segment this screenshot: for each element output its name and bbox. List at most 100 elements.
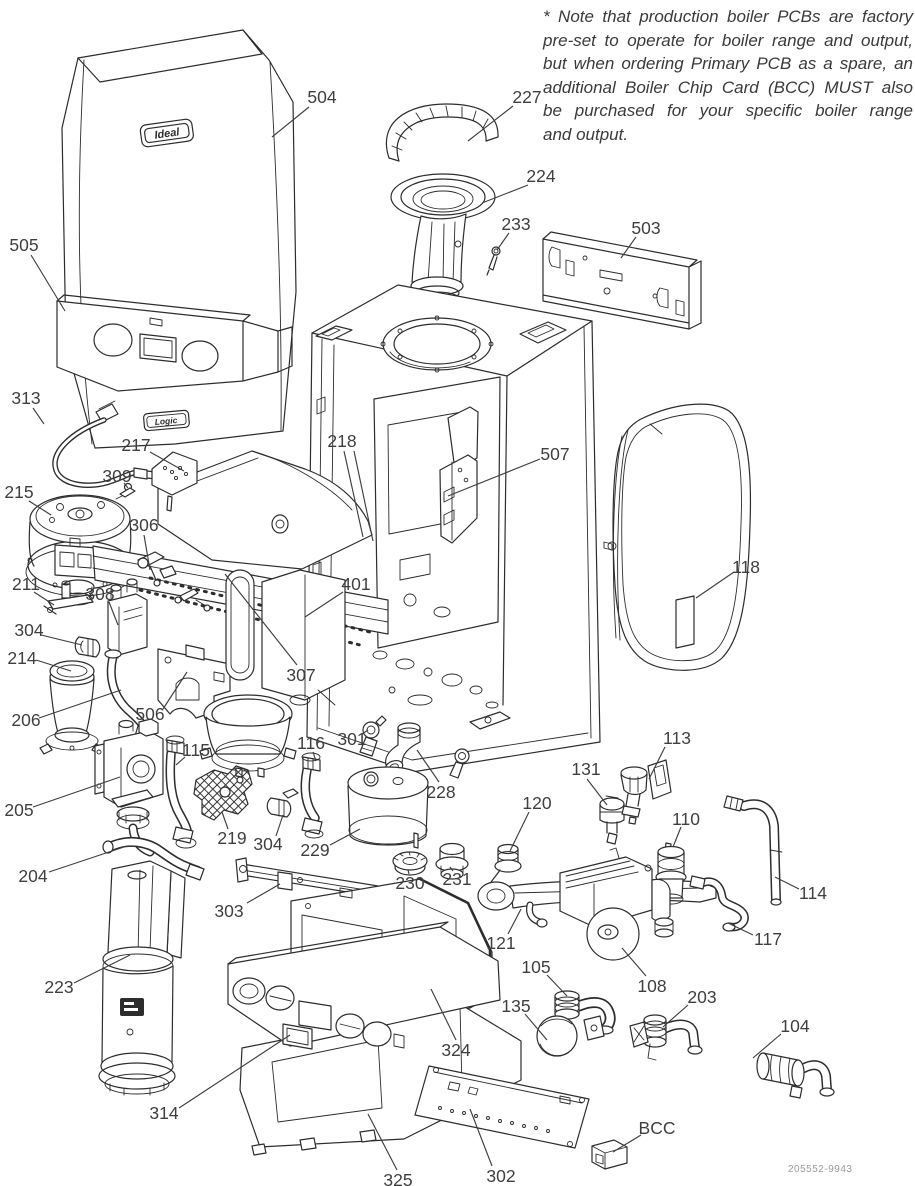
part-label-115: 115 [182, 740, 210, 760]
leader-line-309 [123, 482, 129, 489]
part-label-314: 314 [149, 1103, 178, 1123]
part-label-118: 118 [732, 557, 760, 577]
leader-line-108 [621, 947, 647, 977]
leader-line-308 [108, 601, 119, 626]
note-line: and output. [543, 124, 629, 144]
part-307-cover-strip [225, 569, 255, 681]
leader-line-306 [143, 534, 151, 571]
leader-line-204 [48, 845, 128, 873]
part-110-auto-air-vent [655, 842, 687, 905]
note-line: but when ordering Primary PCB as a spare… [543, 54, 913, 74]
leader-line-214 [35, 659, 72, 672]
part-227-flue-clamp [385, 103, 499, 162]
part-308 [107, 578, 148, 659]
part-label-301: 301 [337, 729, 366, 749]
part-label-309: 309 [102, 466, 131, 486]
ideal-logo-text: Ideal [154, 126, 181, 142]
part-135-cap [536, 1015, 578, 1057]
part-label-204: 204 [18, 866, 47, 886]
part-211 [43, 580, 94, 615]
part-104-valve [756, 1052, 835, 1099]
part-label-110: 110 [672, 809, 700, 829]
note-line: * Note that production boiler PCBs are f… [543, 7, 913, 26]
part-label-105: 105 [521, 957, 550, 977]
leader-line-218 [353, 450, 374, 542]
artwork: Ideal Logic [25, 29, 835, 1170]
leader-line-211 [33, 591, 55, 606]
part-label-233: 233 [501, 214, 530, 234]
part-label-228: 228 [426, 782, 455, 802]
leader-line-228 [416, 749, 440, 783]
part-label-224: 224 [526, 166, 555, 186]
leader-line-503 [620, 236, 637, 259]
leader-line-223 [73, 954, 131, 984]
leader-line-507 [447, 458, 541, 497]
leader-line-227 [467, 105, 514, 142]
leader-line-233 [496, 232, 510, 251]
part-label-325: 325 [383, 1170, 412, 1186]
part-label-205: 205 [4, 800, 33, 820]
part-label-324: 324 [441, 1040, 470, 1060]
siphon-label-badge [120, 998, 144, 1016]
part-label-504: 504 [307, 87, 336, 107]
part-223-condensate-siphon [98, 860, 186, 1096]
part-224-flue-turret [390, 173, 496, 307]
leader-line-302 [469, 1108, 493, 1167]
leader-line-104 [752, 1033, 782, 1059]
part-301-clip [359, 715, 387, 757]
leader-line-224 [481, 184, 529, 204]
part-118-insulation-door [603, 403, 752, 671]
part-label-227: 227 [512, 87, 541, 107]
part-label-215: 215 [4, 482, 33, 502]
part-label-503: 503 [631, 218, 660, 238]
leader-line-217 [149, 451, 185, 472]
leader-line-303 [246, 883, 281, 904]
part-label-223: 223 [44, 977, 73, 997]
note-line: be purchased for your specific boiler ra… [543, 101, 913, 121]
leader-line-206 [38, 689, 122, 719]
leader-line-218 [343, 450, 364, 538]
part-label-302: 302 [486, 1166, 515, 1186]
leader-line-215 [28, 500, 52, 516]
part-label-231: 231 [442, 869, 471, 889]
part-114-pipe [723, 795, 783, 906]
part-label-303: 303 [214, 901, 243, 921]
part-label-117: 117 [754, 929, 782, 949]
part-label-506: 506 [135, 704, 164, 724]
leader-line-401 [304, 591, 344, 618]
part-116-pipe [300, 752, 324, 839]
leader-line-504 [271, 106, 310, 138]
part-label-217: 217 [121, 435, 150, 455]
part-label-401: 401 [341, 574, 370, 594]
leader-line-230 [407, 869, 410, 875]
production-note: * Note that production boiler PCBs are f… [543, 5, 913, 147]
part-label-121: 121 [486, 933, 515, 953]
leader-line-105 [546, 974, 568, 997]
part-505-control-panel [56, 294, 293, 392]
leader-line-505 [30, 254, 66, 312]
part-label-104: 104 [780, 1016, 809, 1036]
part-230-cap [392, 851, 428, 876]
part-203-valve [629, 1014, 703, 1061]
part-label-114: 114 [799, 883, 827, 903]
part-label-BCC: BCC [639, 1118, 676, 1138]
part-label-113: 113 [663, 728, 691, 748]
part-214-mixer [39, 660, 105, 755]
part-label-120: 120 [522, 793, 551, 813]
part-204-pipe [102, 823, 205, 881]
part-205-gas-valve [94, 718, 164, 830]
part-219-hatched-bracket [193, 765, 253, 821]
part-label-229: 229 [300, 840, 329, 860]
part-label-206: 206 [11, 710, 40, 730]
note-line: pre-set to operate for boiler range and … [543, 30, 913, 50]
part-115-pipe [165, 735, 197, 849]
part-label-219: 219 [217, 828, 246, 848]
leader-line-113 [648, 746, 666, 780]
part-label-230: 230 [395, 873, 424, 893]
part-label-131: 131 [571, 759, 600, 779]
note-line: additional Boiler Chip Card (BCC) MUST a… [543, 77, 913, 97]
leader-line-219 [221, 811, 229, 830]
ideal-logo-badge: Ideal [139, 118, 194, 148]
